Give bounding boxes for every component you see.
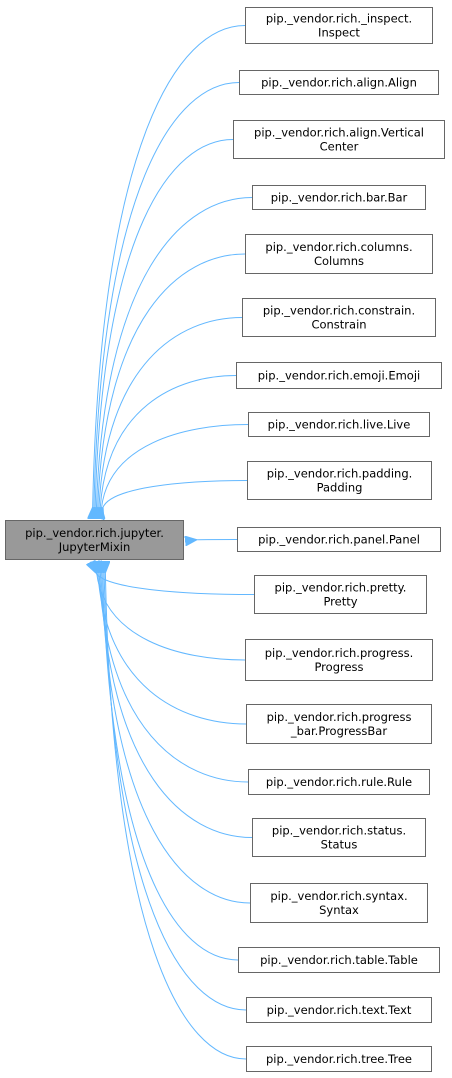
node-pip-vendor-rich-panel-panel-label-line-1: pip._vendor.rich.panel.Panel — [258, 533, 420, 547]
node-pip-vendor-rich-emoji-emoji-box — [236, 362, 442, 389]
node-base-jupytermixin-box — [5, 520, 184, 560]
edge-pip-vendor-rich-text-text-to-jupytermixin — [104, 572, 247, 1011]
node-pip-vendor-rich-panel-panel-box — [237, 527, 441, 552]
node-base-jupytermixin-label-line-1: pip._vendor.rich.jupyter. — [25, 526, 164, 540]
node-pip-vendor-rich-live-live-box — [248, 412, 430, 437]
inheritance-edges — [93, 25, 255, 1060]
node-pip-vendor-rich-rule-rule-label-line-1: pip._vendor.rich.rule.Rule — [266, 775, 412, 789]
node-pip-vendor-rich-bar-bar[interactable]: pip._vendor.rich.bar.Bar — [252, 185, 426, 210]
node-pip-vendor-rich-table-table-box — [238, 947, 440, 973]
node-pip-vendor-rich-columns-columns-label-line-1: pip._vendor.rich.columns. — [265, 240, 412, 254]
node-pip-vendor-rich-padding-padding-box — [247, 461, 432, 500]
edge-pip-vendor-rich-padding-padding-to-jupytermixin — [103, 480, 248, 509]
node-pip-vendor-rich-text-text[interactable]: pip._vendor.rich.text.Text — [246, 997, 432, 1023]
node-pip-vendor-rich-bar-bar-label-line-1: pip._vendor.rich.bar.Bar — [271, 191, 408, 205]
node-base-jupytermixin[interactable]: pip._vendor.rich.jupyter.JupyterMixin — [5, 520, 184, 560]
edge-pip-vendor-rich-emoji-emoji-to-jupytermixin — [100, 375, 237, 509]
node-pip-vendor-rich-progress-progress-box — [245, 639, 433, 681]
edge-pip-vendor-rich-align-verticalcenter-to-jupytermixin — [95, 139, 234, 509]
edge-pip-vendor-rich-syntax-syntax-to-jupytermixin — [102, 572, 251, 904]
node-pip-vendor-rich-status-status[interactable]: pip._vendor.rich.status.Status — [252, 818, 426, 857]
node-pip-vendor-rich-inspect-inspect-label-line-2: Inspect — [318, 26, 360, 40]
node-pip-vendor-rich-constrain-constrain-label-line-2: Constrain — [311, 318, 366, 332]
node-pip-vendor-rich-columns-columns[interactable]: pip._vendor.rich.columns.Columns — [245, 234, 433, 274]
node-pip-vendor-rich-pretty-pretty-label-line-2: Pretty — [323, 595, 357, 609]
node-pip-vendor-rich-status-status-box — [252, 818, 426, 857]
class-nodes: pip._vendor.rich.jupyter.JupyterMixinpip… — [5, 7, 445, 1072]
node-pip-vendor-rich-align-align-label-line-1: pip._vendor.rich.align.Align — [261, 76, 417, 90]
node-pip-vendor-rich-progress-bar-progressbar-label-line-1: pip._vendor.rich.progress — [267, 710, 412, 724]
node-pip-vendor-rich-live-live-label-line-1: pip._vendor.rich.live.Live — [268, 418, 411, 432]
edge-pip-vendor-rich-align-align-to-jupytermixin — [94, 82, 240, 509]
edge-pip-vendor-rich-constrain-constrain-to-jupytermixin — [99, 317, 243, 509]
node-pip-vendor-rich-inspect-inspect-box — [245, 7, 433, 44]
node-pip-vendor-rich-progress-bar-progressbar-box — [246, 704, 432, 744]
node-pip-vendor-rich-constrain-constrain-label-line-1: pip._vendor.rich.constrain. — [263, 304, 415, 318]
node-pip-vendor-rich-progress-progress[interactable]: pip._vendor.rich.progress.Progress — [245, 639, 433, 681]
edge-pip-vendor-rich-progress-progress-to-jupytermixin — [97, 572, 246, 661]
node-pip-vendor-rich-tree-tree[interactable]: pip._vendor.rich.tree.Tree — [246, 1046, 432, 1072]
node-pip-vendor-rich-progress-bar-progressbar[interactable]: pip._vendor.rich.progress_bar.ProgressBa… — [246, 704, 432, 744]
node-pip-vendor-rich-panel-panel[interactable]: pip._vendor.rich.panel.Panel — [237, 527, 441, 552]
edge-pip-vendor-rich-rule-rule-to-jupytermixin — [99, 572, 249, 783]
node-pip-vendor-rich-emoji-emoji-label-line-1: pip._vendor.rich.emoji.Emoji — [258, 369, 420, 383]
node-pip-vendor-rich-padding-padding-label-line-2: Padding — [317, 481, 363, 495]
node-pip-vendor-rich-tree-tree-box — [246, 1046, 432, 1072]
node-pip-vendor-rich-progress-progress-label-line-2: Progress — [314, 660, 363, 674]
node-pip-vendor-rich-inspect-inspect[interactable]: pip._vendor.rich._inspect.Inspect — [245, 7, 433, 44]
node-pip-vendor-rich-table-table[interactable]: pip._vendor.rich.table.Table — [238, 947, 440, 973]
edge-pip-vendor-rich-live-live-to-jupytermixin — [101, 424, 249, 509]
node-pip-vendor-rich-status-status-label-line-2: Status — [321, 838, 358, 852]
node-pip-vendor-rich-rule-rule[interactable]: pip._vendor.rich.rule.Rule — [248, 769, 430, 795]
node-pip-vendor-rich-text-text-box — [246, 997, 432, 1023]
node-pip-vendor-rich-status-status-label-line-1: pip._vendor.rich.status. — [272, 824, 406, 838]
node-base-jupytermixin-label-line-2: JupyterMixin — [58, 540, 131, 554]
node-pip-vendor-rich-columns-columns-label-line-2: Columns — [314, 254, 364, 268]
node-pip-vendor-rich-align-align[interactable]: pip._vendor.rich.align.Align — [239, 70, 439, 95]
node-pip-vendor-rich-rule-rule-box — [248, 769, 430, 795]
node-pip-vendor-rich-inspect-inspect-label-line-1: pip._vendor.rich._inspect. — [266, 12, 412, 26]
node-pip-vendor-rich-bar-bar-box — [252, 185, 426, 210]
edge-pip-vendor-rich-inspect-inspect-to-jupytermixin — [93, 25, 246, 509]
node-pip-vendor-rich-align-verticalcenter-box — [233, 120, 445, 159]
node-pip-vendor-rich-padding-padding[interactable]: pip._vendor.rich.padding.Padding — [247, 461, 432, 500]
node-pip-vendor-rich-syntax-syntax-label-line-2: Syntax — [319, 903, 359, 917]
node-pip-vendor-rich-pretty-pretty-label-line-1: pip._vendor.rich.pretty. — [275, 581, 407, 595]
node-pip-vendor-rich-syntax-syntax-box — [250, 883, 428, 923]
edge-pip-vendor-rich-table-table-to-jupytermixin — [103, 572, 239, 961]
node-pip-vendor-rich-pretty-pretty[interactable]: pip._vendor.rich.pretty.Pretty — [254, 575, 427, 614]
node-pip-vendor-rich-constrain-constrain-box — [242, 298, 436, 337]
node-pip-vendor-rich-live-live[interactable]: pip._vendor.rich.live.Live — [248, 412, 430, 437]
node-pip-vendor-rich-syntax-syntax-label-line-1: pip._vendor.rich.syntax. — [270, 889, 407, 903]
edge-pip-vendor-rich-progress-bar-progressbar-to-jupytermixin — [98, 572, 247, 725]
node-pip-vendor-rich-columns-columns-box — [245, 234, 433, 274]
node-pip-vendor-rich-emoji-emoji[interactable]: pip._vendor.rich.emoji.Emoji — [236, 362, 442, 389]
edge-pip-vendor-rich-columns-columns-to-jupytermixin — [98, 253, 246, 508]
node-pip-vendor-rich-table-table-label-line-1: pip._vendor.rich.table.Table — [260, 953, 418, 967]
node-pip-vendor-rich-constrain-constrain[interactable]: pip._vendor.rich.constrain.Constrain — [242, 298, 436, 337]
node-pip-vendor-rich-align-align-box — [239, 70, 439, 95]
node-pip-vendor-rich-pretty-pretty-box — [254, 575, 427, 614]
edge-pip-vendor-rich-bar-bar-to-jupytermixin — [96, 197, 253, 509]
node-pip-vendor-rich-progress-progress-label-line-1: pip._vendor.rich.progress. — [265, 646, 414, 660]
node-pip-vendor-rich-tree-tree-label-line-1: pip._vendor.rich.tree.Tree — [266, 1052, 412, 1066]
node-pip-vendor-rich-text-text-label-line-1: pip._vendor.rich.text.Text — [267, 1003, 412, 1017]
node-pip-vendor-rich-progress-bar-progressbar-label-line-2: _bar.ProgressBar — [290, 724, 387, 738]
node-pip-vendor-rich-padding-padding-label-line-1: pip._vendor.rich.padding. — [267, 467, 413, 481]
node-pip-vendor-rich-syntax-syntax[interactable]: pip._vendor.rich.syntax.Syntax — [250, 883, 428, 923]
node-pip-vendor-rich-align-verticalcenter-label-line-1: pip._vendor.rich.align.Vertical — [254, 126, 424, 140]
node-pip-vendor-rich-align-verticalcenter-label-line-2: Center — [320, 140, 359, 154]
edge-pip-vendor-rich-tree-tree-to-jupytermixin — [105, 572, 247, 1060]
edge-pip-vendor-rich-pretty-pretty-to-jupytermixin — [95, 572, 255, 595]
